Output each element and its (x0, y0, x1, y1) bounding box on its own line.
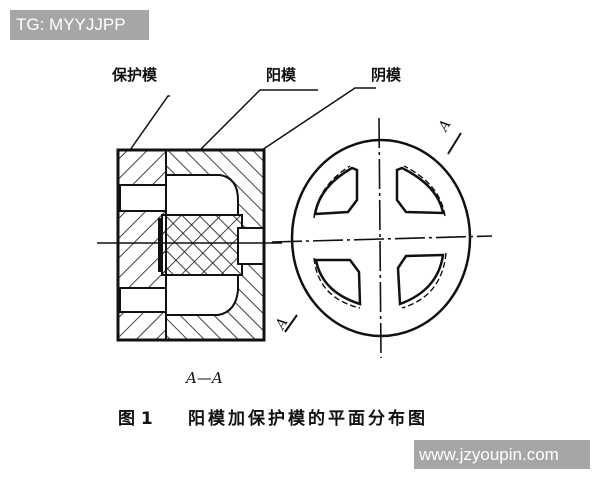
section-view-label: A—A (184, 369, 223, 387)
watermark-top: TG: MYYJJPP (10, 10, 149, 40)
figure-number: 图 1 (118, 409, 153, 429)
section-mark-bottom: A (272, 315, 292, 334)
label-protective-die: 保护模 (111, 66, 158, 84)
label-female-die: 阴模 (371, 66, 402, 84)
watermark-bottom: www.jzyoupin.com (414, 440, 590, 469)
leader-lines (129, 87, 376, 151)
figure-caption: 阳模加保护模的平面分布图 (188, 408, 428, 429)
label-male-die: 阳模 (266, 66, 297, 84)
section-view (97, 148, 282, 342)
section-mark-top: A (435, 117, 455, 136)
plan-view (271, 117, 493, 359)
